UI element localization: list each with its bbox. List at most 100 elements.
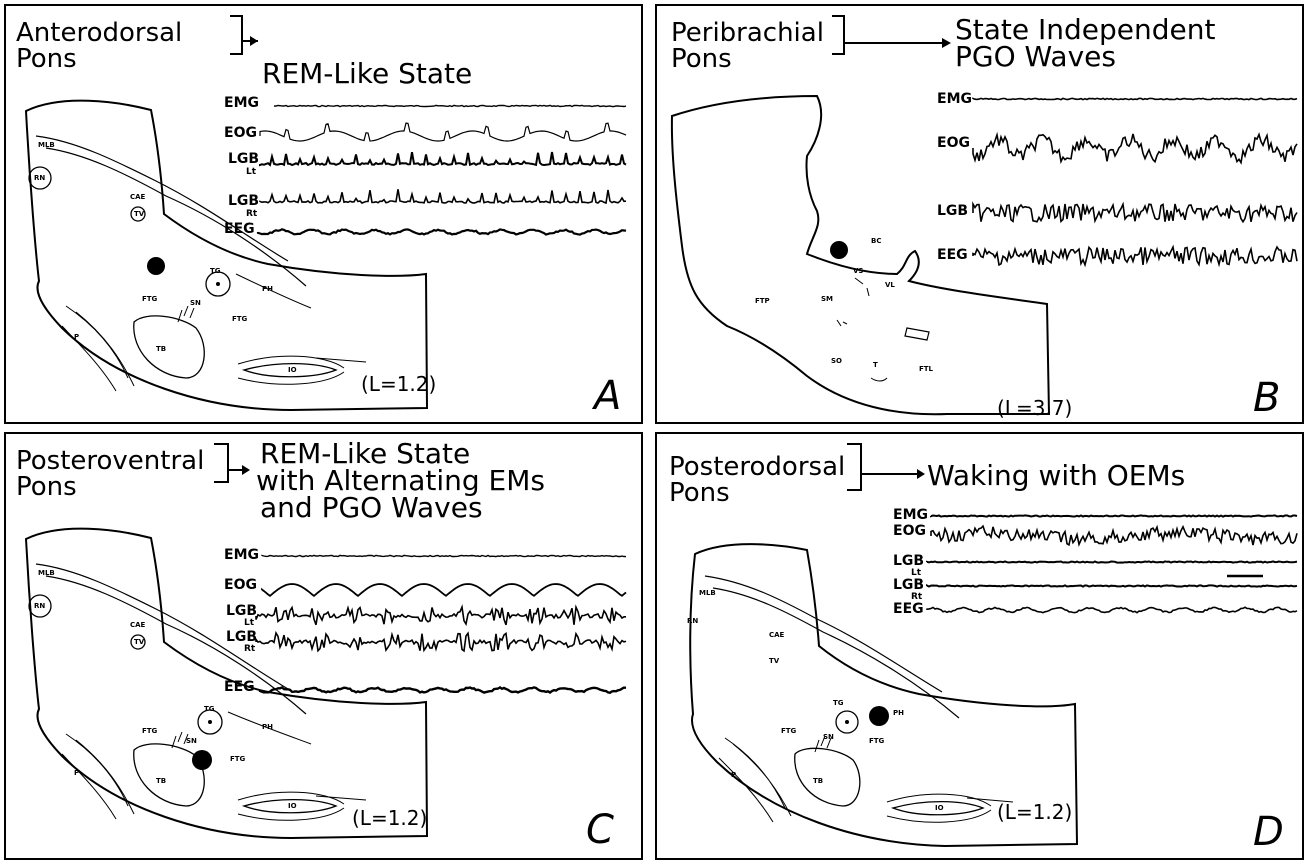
- lesion-dot-b: [830, 241, 848, 259]
- panel-d-drawing: [689, 443, 1298, 848]
- trace-line: [930, 524, 1298, 548]
- anat-label: FTL: [919, 365, 934, 373]
- anat-label: BC: [871, 237, 882, 245]
- channel-eeg-b: EEG: [937, 247, 968, 263]
- anat-label: TV: [134, 210, 145, 218]
- bracket-arrow-b: [832, 15, 942, 55]
- anat-label: TB: [813, 777, 824, 785]
- brain-section-outline: [24, 527, 429, 840]
- anat-label: TG: [833, 699, 844, 707]
- panel-letter-c: C: [586, 807, 614, 853]
- panel-letter-b: B: [1253, 375, 1281, 421]
- anat-label: MLB: [38, 141, 55, 149]
- trace-emg-a: [256, 104, 627, 236]
- anat-label: TB: [156, 777, 167, 785]
- channel-eog-b: EOG: [937, 135, 970, 151]
- trace-group-d: [926, 514, 1298, 614]
- brain-section-outline: [670, 94, 1051, 416]
- anat-label: FTG: [142, 295, 158, 303]
- panel-b-drawing: [670, 15, 1298, 416]
- anat-label: IO: [288, 802, 297, 810]
- channel-sub-lt-d: Lt: [911, 568, 922, 578]
- channel-eog-c: EOG: [224, 577, 257, 593]
- lesion-dot-d: [869, 706, 889, 726]
- anat-label: IO: [935, 804, 944, 812]
- channel-eog-d: EOG: [893, 523, 926, 539]
- channel-sub-lt-a: Lt: [246, 167, 257, 177]
- anat-label: FTG: [232, 315, 248, 323]
- anat-label: PH: [262, 285, 273, 293]
- state-label-d: Waking with OEMs: [927, 459, 1186, 492]
- channel-eeg-d: EEG: [893, 601, 924, 617]
- anat-label: TG: [210, 267, 221, 275]
- trace-line: [261, 583, 627, 598]
- trace-line: [972, 97, 1298, 101]
- brain-section-outline: [24, 99, 429, 412]
- anat-label: FTG: [142, 727, 158, 735]
- trace-group-c: [255, 554, 627, 694]
- channel-lgb-b: LGB: [937, 203, 969, 219]
- arrowhead-c: [242, 465, 250, 475]
- channel-lgb-lt-a: LGB: [228, 151, 260, 167]
- anat-label: IO: [288, 366, 297, 374]
- anat-label: FTG: [230, 755, 246, 763]
- panel-letter-a: A: [594, 373, 622, 419]
- trace-line: [256, 228, 627, 236]
- trace-line: [261, 554, 627, 558]
- trace-line: [259, 189, 627, 205]
- channel-sub-lt-c: Lt: [244, 618, 255, 628]
- trace-group-b: [972, 97, 1298, 268]
- channel-emg-b: EMG: [937, 91, 972, 107]
- anat-label: VS: [853, 267, 864, 275]
- trace-line: [259, 122, 627, 142]
- bracket-arrow-d: [847, 443, 917, 491]
- anat-label: PH: [262, 723, 273, 731]
- anat-label: MLB: [38, 569, 55, 577]
- state-label-a: REM-Like State: [262, 57, 473, 90]
- channel-lgb-rt-c: LGB: [226, 629, 258, 645]
- anat-label: SO: [831, 357, 842, 365]
- anat-label: TB: [156, 345, 167, 353]
- anat-label: CAE: [769, 631, 785, 639]
- anat-label: TV: [769, 657, 780, 665]
- state-label-c: REM-Like State with Alternating EMs and …: [256, 437, 545, 524]
- panel-letter-d: D: [1253, 809, 1284, 855]
- anat-label: TG: [204, 705, 215, 713]
- panel-c-drawing: [24, 443, 627, 840]
- channel-lgb-lt-d: LGB: [893, 553, 925, 569]
- level-label-b: (L=3.7): [997, 396, 1073, 420]
- trace-line: [972, 201, 1298, 224]
- level-label-c: (L=1.2): [352, 806, 428, 830]
- channel-emg-d: EMG: [893, 507, 928, 523]
- anat-label: SN: [190, 299, 201, 307]
- bracket-arrow-a: [230, 15, 258, 55]
- anat-label: RN: [687, 617, 699, 625]
- trace-line: [972, 131, 1298, 165]
- trace-line: [255, 604, 626, 627]
- anat-label: RN: [34, 602, 46, 610]
- arrowhead-a: [250, 36, 258, 46]
- channel-lgb-lt-c: LGB: [226, 603, 258, 619]
- anat-label: FTG: [781, 727, 797, 735]
- channel-lgb-rt-a: LGB: [228, 193, 260, 209]
- anat-label: P: [731, 771, 737, 779]
- anat-label: SM: [821, 295, 834, 303]
- anat-label: VL: [885, 281, 895, 289]
- bracket-arrow-c: [214, 443, 242, 483]
- channel-emg-c: EMG: [224, 547, 259, 563]
- anat-label: PH: [893, 709, 904, 717]
- anat-label: FTP: [755, 297, 770, 305]
- panel-a-drawing: [24, 15, 627, 412]
- channel-eog-a: EOG: [224, 125, 257, 141]
- anat-label: SN: [186, 737, 197, 745]
- anat-label: CAE: [130, 193, 146, 201]
- channel-sub-rt-a: Rt: [246, 209, 258, 219]
- anat-label: T: [873, 361, 878, 369]
- arrowhead-b: [942, 38, 951, 48]
